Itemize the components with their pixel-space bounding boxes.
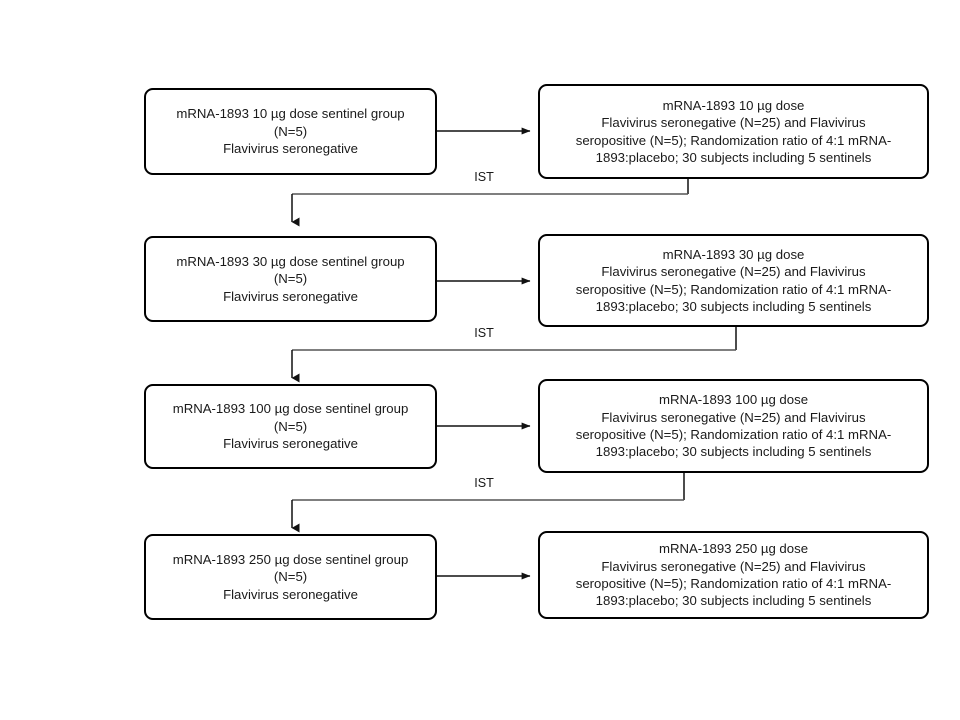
cohort-box-10ug-label: mRNA-1893 10 µg dose Flavivirus seronega… <box>575 97 892 165</box>
cohort-box-250ug[interactable]: mRNA-1893 250 µg dose Flavivirus seroneg… <box>538 531 929 619</box>
sentinel-box-10ug[interactable]: mRNA-1893 10 µg dose sentinel group (N=5… <box>144 88 437 175</box>
cohort-box-30ug[interactable]: mRNA-1893 30 µg dose Flavivirus seronega… <box>538 234 929 327</box>
sentinel-box-250ug-label: mRNA-1893 250 µg dose sentinel group (N=… <box>172 551 409 602</box>
sentinel-box-100ug[interactable]: mRNA-1893 100 µg dose sentinel group (N=… <box>144 384 437 469</box>
sentinel-box-30ug[interactable]: mRNA-1893 30 µg dose sentinel group (N=5… <box>144 236 437 322</box>
ist-label-10-to-30: IST <box>474 170 494 184</box>
cohort-box-10ug[interactable]: mRNA-1893 10 µg dose Flavivirus seronega… <box>538 84 929 179</box>
sentinel-box-100ug-label: mRNA-1893 100 µg dose sentinel group (N=… <box>172 401 409 452</box>
sentinel-box-250ug[interactable]: mRNA-1893 250 µg dose sentinel group (N=… <box>144 534 437 620</box>
cohort-box-30ug-label: mRNA-1893 30 µg dose Flavivirus seronega… <box>575 246 892 314</box>
cohort-box-250ug-label: mRNA-1893 250 µg dose Flavivirus seroneg… <box>575 541 892 609</box>
ist-label-30-to-100: IST <box>474 326 494 340</box>
cohort-box-100ug[interactable]: mRNA-1893 100 µg dose Flavivirus seroneg… <box>538 379 929 473</box>
sentinel-box-30ug-label: mRNA-1893 30 µg dose sentinel group (N=5… <box>176 253 405 304</box>
cohort-box-100ug-label: mRNA-1893 100 µg dose Flavivirus seroneg… <box>575 392 892 460</box>
ist-label-100-to-250: IST <box>474 476 494 490</box>
sentinel-box-10ug-label: mRNA-1893 10 µg dose sentinel group (N=5… <box>176 106 405 157</box>
